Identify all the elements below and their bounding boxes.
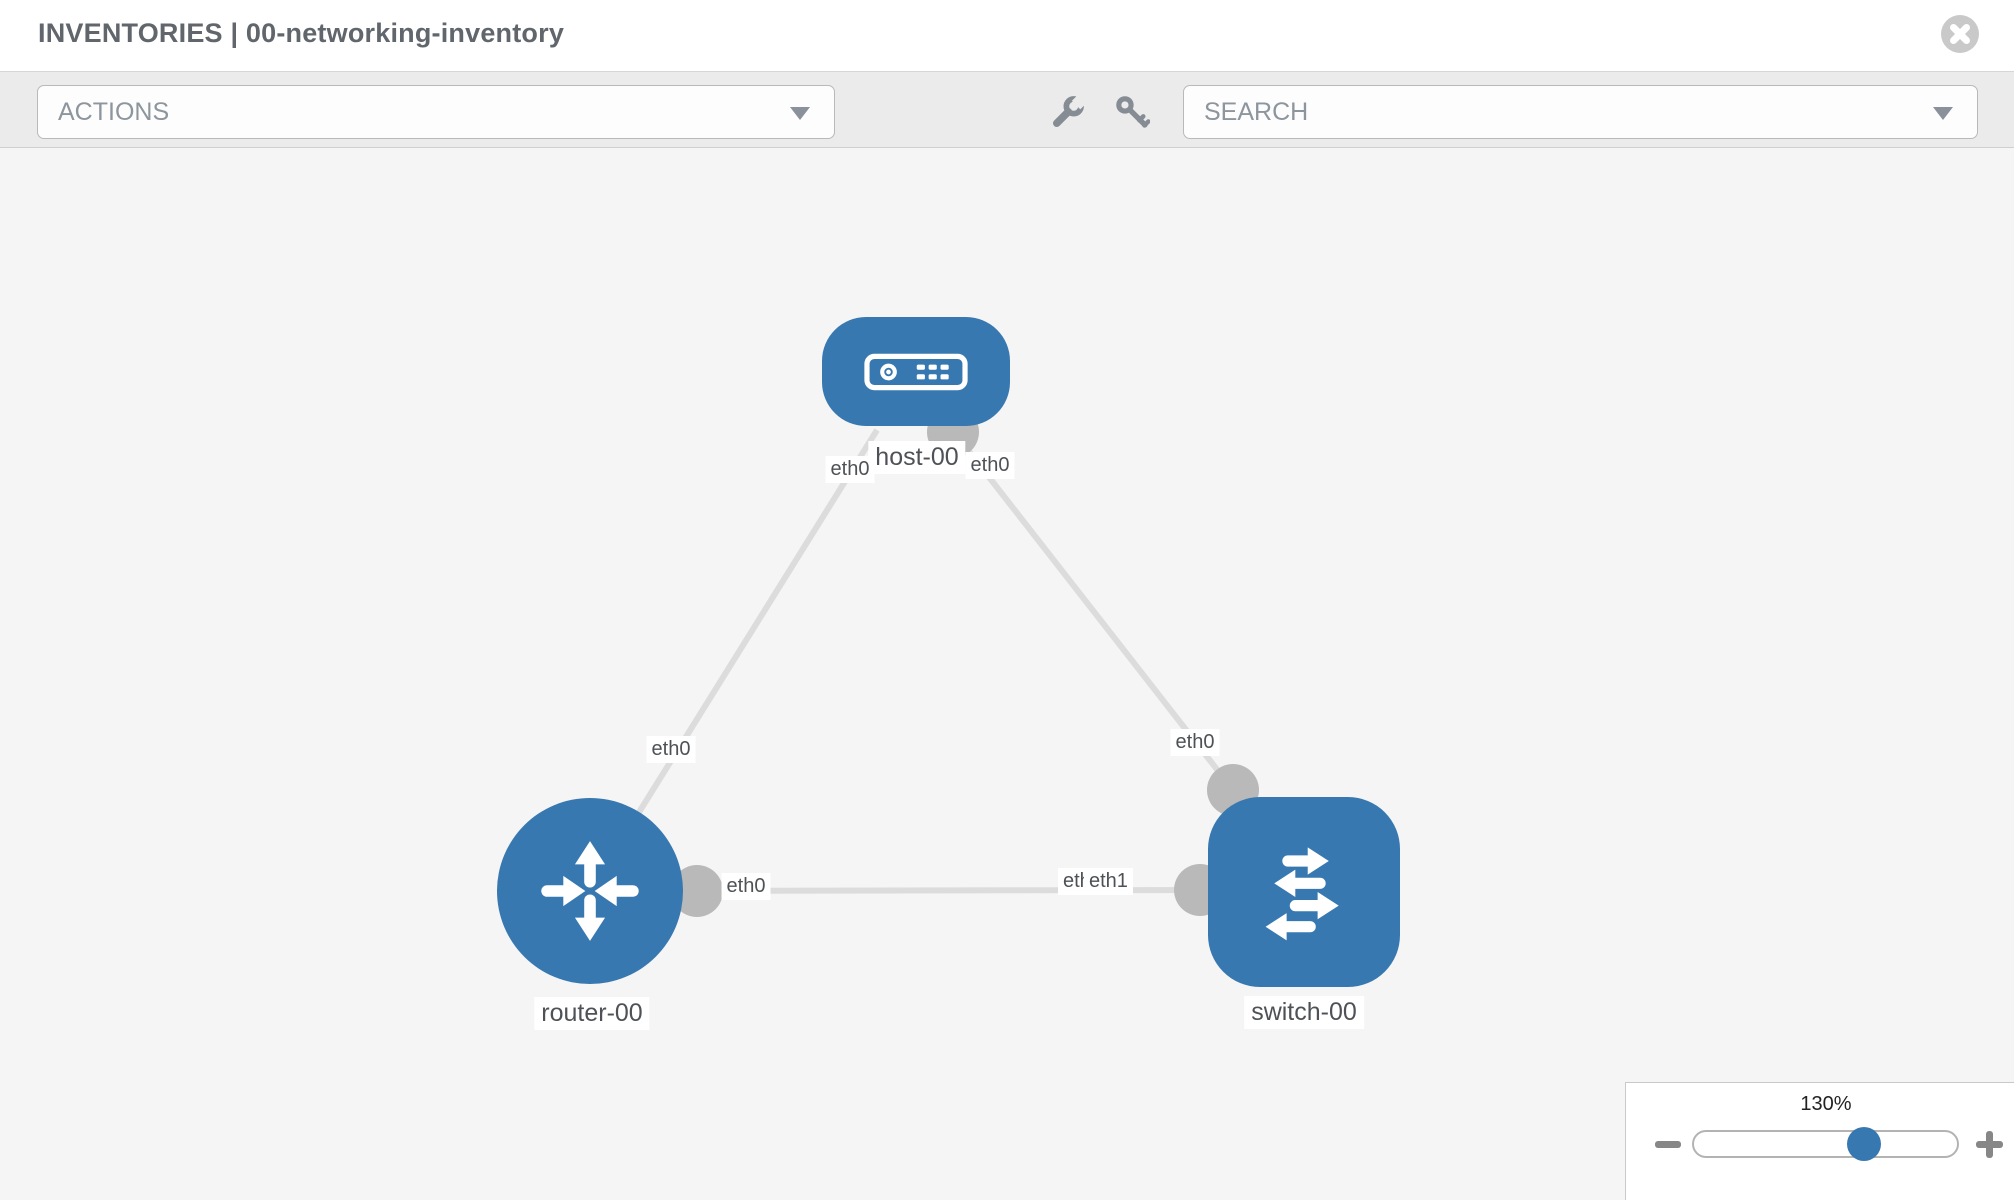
- switch-arrows-icon: [1265, 847, 1339, 941]
- key-icon: [1116, 96, 1151, 128]
- iface-label-router-eth0-top: eth0: [646, 736, 696, 763]
- iface-label-router-eth0-right: eth0: [721, 873, 771, 900]
- node-label-router: router-00: [534, 997, 650, 1030]
- node-label-host: host-00: [868, 441, 966, 474]
- zoom-slider-track[interactable]: [1692, 1130, 1959, 1158]
- iface-label-switch-eth1-left: eth1: [1084, 868, 1133, 895]
- header-bar: INVENTORIES | 00-networking-inventory: [0, 0, 2014, 72]
- node-host-00[interactable]: [822, 317, 1010, 426]
- plus-icon: [1986, 1131, 1993, 1158]
- iface-label-switch-eth0-top: eth0: [1170, 729, 1220, 756]
- server-icon: [864, 353, 968, 390]
- node-router-00[interactable]: [497, 798, 683, 984]
- node-label-switch: switch-00: [1244, 996, 1364, 1029]
- chevron-down-icon: [790, 107, 810, 120]
- iface-label-host-eth0-right: eth0: [965, 452, 1015, 479]
- connector-router-eth0: [671, 865, 723, 917]
- chevron-down-icon: [1933, 107, 1953, 120]
- links-layer: [587, 406, 1259, 917]
- close-button[interactable]: [1940, 14, 1980, 54]
- router-arrows-icon: [541, 841, 639, 941]
- wrench-icon: [1053, 92, 1089, 127]
- zoom-slider-thumb[interactable]: [1847, 1127, 1881, 1161]
- iface-label-host-eth0-left: eth0: [825, 456, 875, 483]
- topology-canvas[interactable]: host-00 router-00 switch-00 eth0 eth0 et…: [0, 148, 2014, 1200]
- page-title: INVENTORIES | 00-networking-inventory: [38, 18, 565, 48]
- zoom-out-button[interactable]: [1655, 1141, 1681, 1148]
- zoom-value: 130%: [1800, 1093, 1852, 1115]
- actions-dropdown-label: ACTIONS: [58, 98, 170, 126]
- close-icon: [1941, 15, 1979, 53]
- actions-dropdown[interactable]: ACTIONS: [37, 85, 835, 139]
- search-dropdown-label: SEARCH: [1204, 98, 1309, 126]
- credentials-button[interactable]: [1114, 94, 1151, 130]
- toolbar: ACTIONS SEARCH: [0, 72, 2014, 148]
- node-switch-00[interactable]: [1208, 797, 1400, 987]
- search-dropdown[interactable]: SEARCH: [1183, 85, 1978, 139]
- zoom-in-button[interactable]: [1976, 1131, 2003, 1158]
- configure-button[interactable]: [1050, 92, 1089, 130]
- zoom-panel: 130%: [1625, 1082, 2014, 1200]
